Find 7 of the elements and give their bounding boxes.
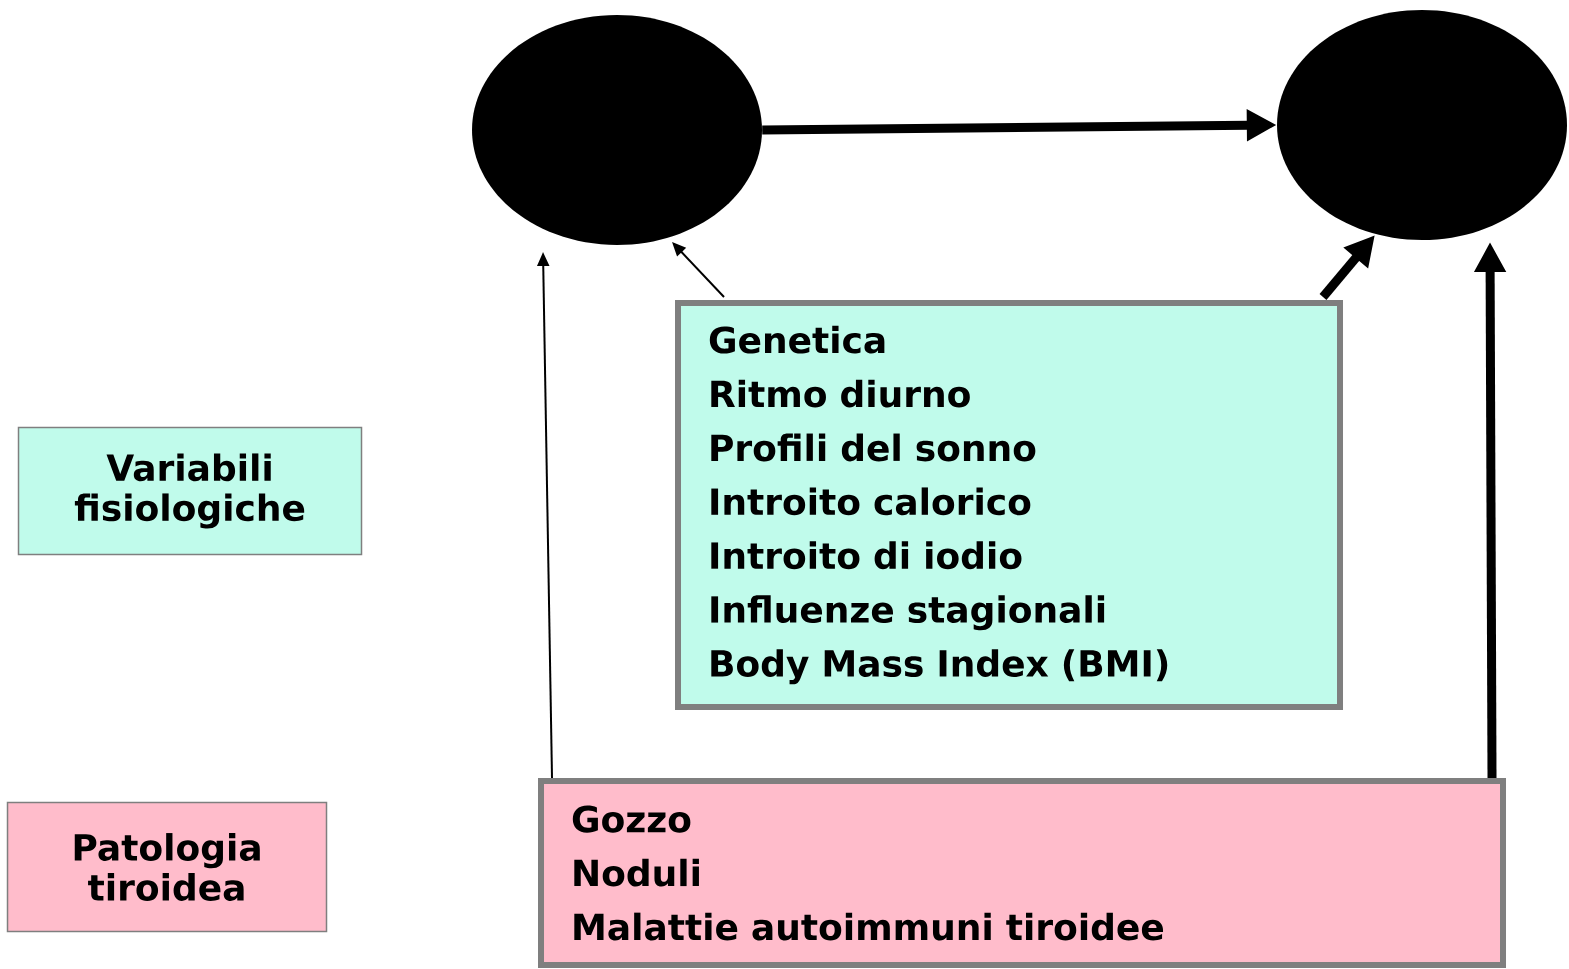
text-box: Patologia tiroidea	[6, 801, 328, 933]
text-box: Variabili fisiologiche	[17, 426, 363, 556]
filled-circle	[472, 15, 762, 245]
text-box: Gozzo Noduli Malattie autoimmuni tiroidee	[538, 778, 1506, 968]
arrow	[672, 242, 725, 298]
filled-circle	[1277, 10, 1567, 240]
text-box: Genetica Ritmo diurno Profili del sonno Introito calorico Introito di iodio Influenze stagionali Body Mass Index (BMI)	[675, 300, 1343, 710]
